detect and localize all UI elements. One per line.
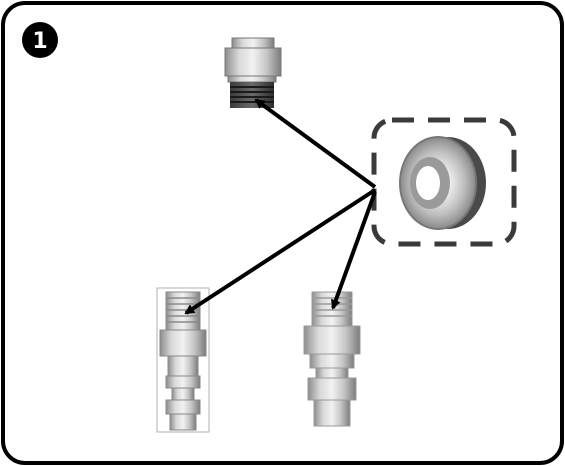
step-number: 1 xyxy=(32,29,47,54)
arrow-to-automotive-plug xyxy=(331,191,377,310)
plug-fitting-frame xyxy=(156,287,210,433)
arrow-to-female-fitting xyxy=(254,98,377,189)
arrows xyxy=(184,98,377,315)
tape-callout-box xyxy=(371,117,517,247)
arrow-to-industrial-plug xyxy=(184,188,377,315)
automotive-plug-fitting xyxy=(303,291,361,427)
step-badge: 1 xyxy=(22,22,58,58)
thread-sealant-tape-roll xyxy=(399,136,486,230)
female-threaded-fitting xyxy=(224,37,282,108)
